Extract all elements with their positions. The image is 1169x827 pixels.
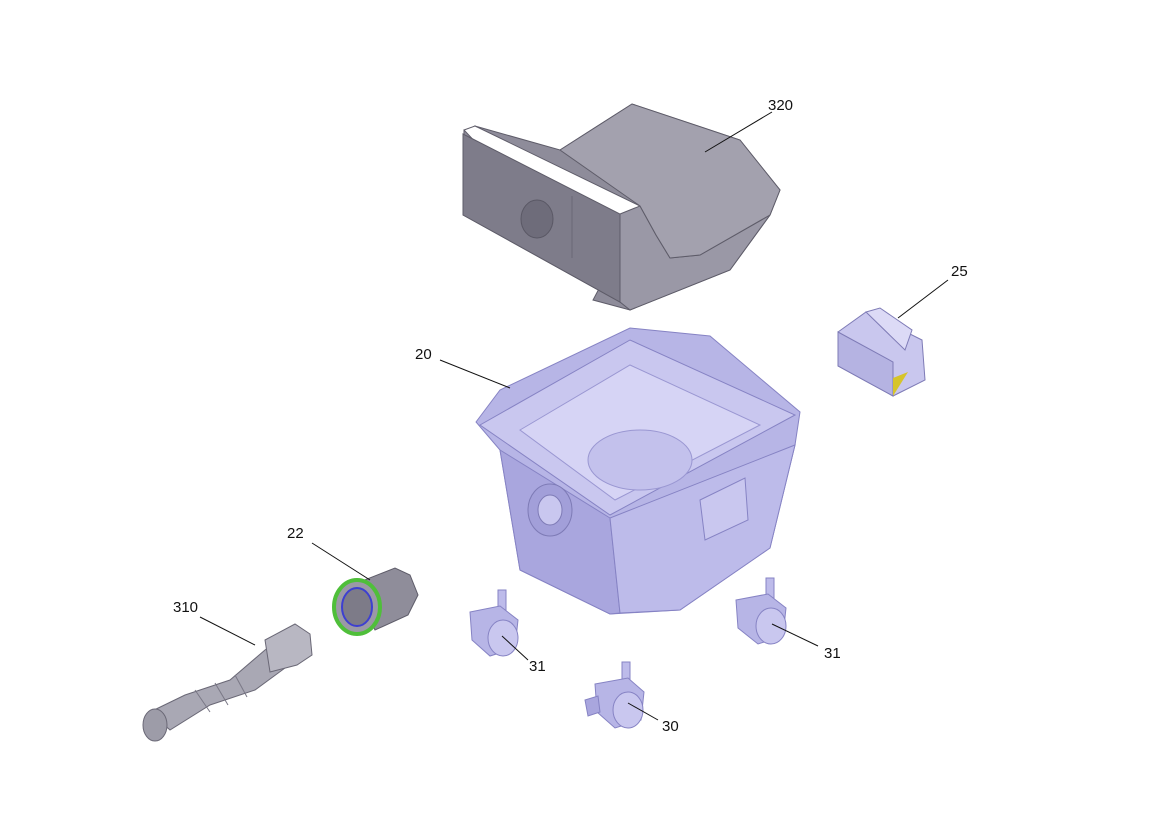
part-30-castor-brake[interactable] xyxy=(584,661,645,729)
leader-31-left xyxy=(501,635,529,661)
callout-31-left: 31 xyxy=(529,658,546,675)
leader-310 xyxy=(199,616,256,646)
part-31-castor-left[interactable] xyxy=(469,589,519,657)
callout-320: 320 xyxy=(768,97,793,114)
callout-310: 310 xyxy=(173,599,198,616)
part-31-castor-right[interactable] xyxy=(735,577,787,645)
callout-31-right: 31 xyxy=(824,645,841,662)
part-22-connector[interactable] xyxy=(332,567,419,636)
part-310-hose[interactable] xyxy=(142,623,313,742)
callout-22: 22 xyxy=(287,525,304,542)
part-20-container[interactable] xyxy=(475,327,801,615)
leader-320 xyxy=(704,111,773,153)
part-25-clip[interactable] xyxy=(837,307,926,397)
callout-30: 30 xyxy=(662,718,679,735)
leader-25 xyxy=(897,279,949,319)
leader-20 xyxy=(439,359,511,389)
callout-25: 25 xyxy=(951,263,968,280)
leader-22 xyxy=(311,542,371,581)
callout-20: 20 xyxy=(415,346,432,363)
leader-30 xyxy=(627,702,659,721)
leader-31-right xyxy=(771,623,819,647)
part-320-cover[interactable] xyxy=(462,103,781,311)
